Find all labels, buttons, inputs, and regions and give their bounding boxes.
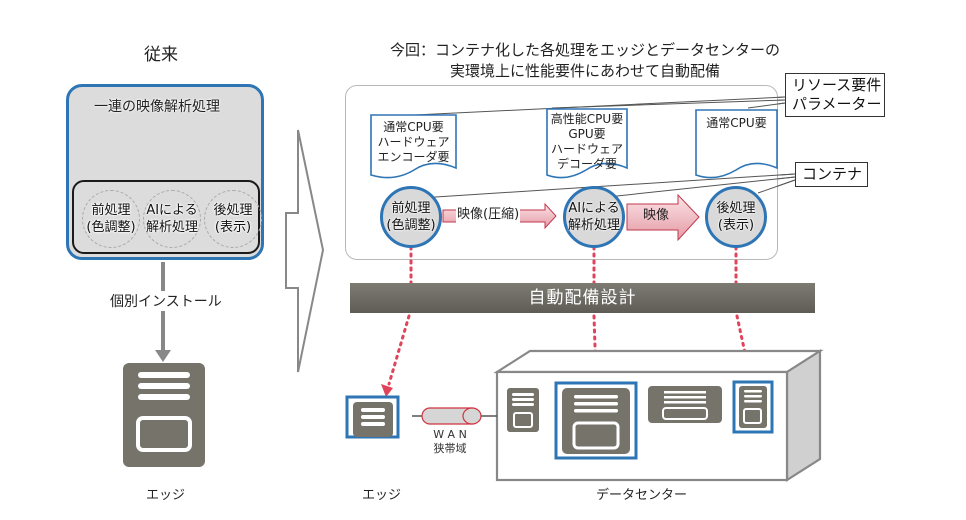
legacy-process-pre-line1: 前処理 bbox=[91, 203, 131, 218]
legacy-process-post: 後処理 (表示) bbox=[198, 202, 268, 236]
wan-label-line2: 狭帯域 bbox=[433, 442, 467, 455]
legacy-process-circle bbox=[82, 190, 140, 248]
proposal-heading-line1: 今回：コンテナ化した各処理をエッジとデータセンターの bbox=[389, 41, 780, 59]
resource-params-callout: リソース要件 パラメーター bbox=[785, 73, 885, 117]
requirement-doc-2: 高性能CPU要 GPU要 ハードウェア デコーダ要 bbox=[545, 112, 629, 172]
legacy-box-title: 一連の映像解析処理 bbox=[94, 99, 220, 115]
container-ai-circle bbox=[563, 186, 625, 248]
deploy-arrowhead-edge-icon bbox=[381, 384, 393, 397]
container-post-label: 後処理 (表示) bbox=[701, 200, 771, 234]
legacy-process-post-line2: (表示) bbox=[214, 220, 252, 235]
requirement-doc-2-line4: デコーダ要 bbox=[556, 157, 617, 171]
flow-label-video: 映像 bbox=[643, 208, 670, 223]
wan-label-line1: W A N bbox=[433, 428, 467, 441]
proposal-heading: 今回：コンテナ化した各処理をエッジとデータセンターの 実環境上に性能要件にあわせ… bbox=[380, 40, 790, 82]
legacy-process-circle bbox=[204, 190, 262, 248]
requirement-doc-1-line2: ハードウェア bbox=[377, 135, 450, 149]
dc-server-wide-icon bbox=[648, 386, 722, 423]
container-post-circle bbox=[705, 186, 767, 248]
resource-params-line2: パラメーター bbox=[792, 95, 882, 113]
legacy-process-post-line1: 後処理 bbox=[213, 203, 253, 218]
legacy-process-ai-line2: 解析処理 bbox=[145, 220, 198, 235]
install-arrow-head-icon bbox=[155, 350, 171, 362]
container-post-line2: (表示) bbox=[717, 218, 755, 233]
transition-arrow-icon bbox=[285, 129, 325, 373]
requirement-doc-2-line1: 高性能CPU要 bbox=[550, 112, 624, 126]
requirement-doc-1: 通常CPU要 ハードウェア エンコーダ要 bbox=[371, 120, 456, 165]
legacy-edge-label: エッジ bbox=[146, 488, 186, 503]
proposal-heading-line2: 実環境上に性能要件にあわせて自動配備 bbox=[449, 62, 720, 80]
legacy-process-ai: AIによる 解析処理 bbox=[137, 202, 207, 236]
requirement-doc-3-line1: 通常CPU要 bbox=[706, 116, 767, 130]
edge-server-icon bbox=[345, 395, 400, 439]
container-pre-line1: 前処理 bbox=[391, 201, 431, 216]
container-ai-line1: AIによる bbox=[568, 201, 620, 216]
resource-params-line1: リソース要件 bbox=[792, 76, 882, 94]
auto-deploy-bar: 自動配備設計 bbox=[350, 283, 815, 313]
container-pre-label: 前処理 (色調整) bbox=[376, 200, 446, 234]
dc-server-small-icon bbox=[507, 388, 539, 432]
legacy-process-circle bbox=[143, 190, 201, 248]
legacy-process-ai-line1: AIによる bbox=[146, 203, 198, 218]
container-pre-line2: (色調整) bbox=[386, 218, 436, 233]
container-callout: コンテナ bbox=[795, 162, 868, 187]
install-label: 個別インストール bbox=[108, 291, 224, 311]
container-pre-circle bbox=[380, 186, 442, 248]
edge-label: エッジ bbox=[362, 488, 402, 503]
requirement-doc-1-line1: 通常CPU要 bbox=[383, 120, 444, 134]
wan-label: W A N 狭帯域 bbox=[425, 428, 475, 456]
wan-pipe-icon bbox=[421, 407, 482, 425]
requirement-doc-2-line2: GPU要 bbox=[568, 127, 606, 141]
requirement-doc-1-line3: エンコーダ要 bbox=[377, 150, 450, 164]
legacy-edge-server-icon bbox=[123, 363, 205, 467]
legacy-process-pre-line2: (色調整) bbox=[86, 220, 136, 235]
datacenter-label: データセンター bbox=[596, 488, 688, 503]
legacy-process-pre: 前処理 (色調整) bbox=[76, 202, 146, 236]
container-ai-line2: 解析処理 bbox=[567, 218, 620, 233]
dc-server-ai-icon bbox=[554, 381, 638, 460]
dc-server-post-icon bbox=[732, 380, 774, 434]
requirement-doc-2-line3: ハードウェア bbox=[550, 142, 623, 156]
flow-label-compressed: 映像(圧縮) bbox=[456, 207, 521, 223]
legacy-heading: 従来 bbox=[144, 45, 178, 65]
requirement-doc-3: 通常CPU要 bbox=[696, 116, 777, 131]
container-ai-label: AIによる 解析処理 bbox=[559, 200, 629, 234]
container-post-line1: 後処理 bbox=[716, 201, 756, 216]
